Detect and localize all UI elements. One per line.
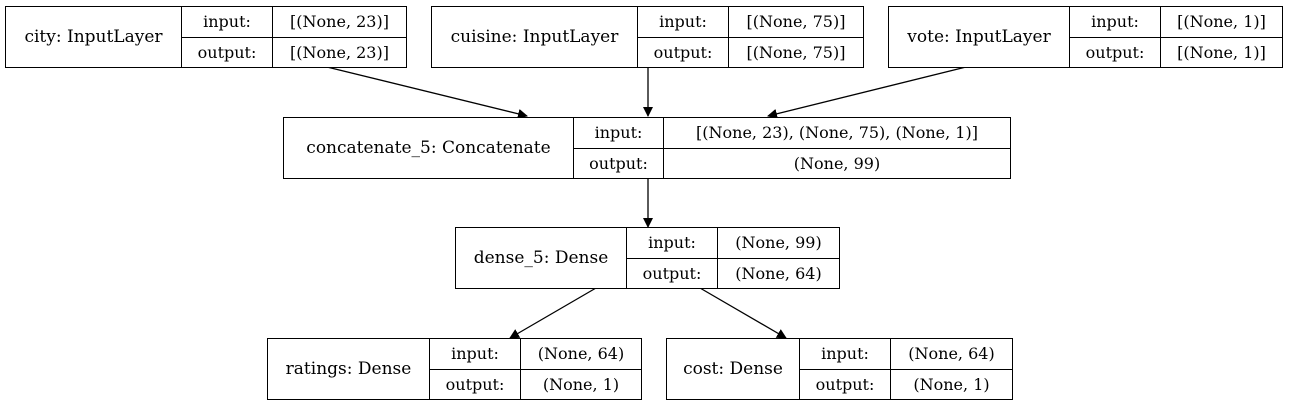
input-label: input: xyxy=(800,339,891,369)
edge-city-to-concatenate xyxy=(326,66,528,119)
node-name: dense_5: Dense xyxy=(456,228,627,288)
edge-dense-to-cost xyxy=(699,287,787,339)
input-shape: [(None, 23)] xyxy=(290,12,389,32)
input-label: input: xyxy=(574,118,664,148)
input-label: input: xyxy=(638,7,729,37)
node-ratings: ratings: Dense input: (None, 64) output:… xyxy=(267,338,642,400)
input-shape: (None, 99) xyxy=(735,233,822,253)
input-shape: (None, 64) xyxy=(908,344,995,364)
output-label: output: xyxy=(574,148,664,178)
output-shape: [(None, 75)] xyxy=(746,42,846,62)
output-shape: (None, 64) xyxy=(735,263,822,283)
node-concatenate: concatenate_5: Concatenate input: [(None… xyxy=(283,117,1011,179)
output-shape: (None, 1) xyxy=(913,374,990,394)
output-label: output: xyxy=(1070,37,1161,67)
node-name: city: InputLayer xyxy=(6,7,182,67)
input-shape: (None, 64) xyxy=(537,344,625,364)
edge-vote-to-concatenate xyxy=(767,66,967,119)
input-label: input: xyxy=(430,339,521,369)
output-label: output: xyxy=(627,258,718,288)
node-name: vote: InputLayer xyxy=(889,7,1070,67)
node-name: cost: Dense xyxy=(667,339,800,399)
output-label: output: xyxy=(800,369,891,399)
edge-dense-to-ratings xyxy=(509,287,597,339)
node-dense: dense_5: Dense input: (None, 99) output:… xyxy=(455,227,840,289)
input-label: input: xyxy=(182,7,273,37)
input-shape: [(None, 75)] xyxy=(746,12,846,32)
node-name: cuisine: InputLayer xyxy=(432,7,638,67)
node-cost: cost: Dense input: (None, 64) output: (N… xyxy=(666,338,1013,400)
input-label: input: xyxy=(627,228,718,258)
output-label: output: xyxy=(638,37,729,67)
output-shape: [(None, 1)] xyxy=(1177,42,1266,62)
input-label: input: xyxy=(1070,7,1161,37)
output-shape: [(None, 23)] xyxy=(290,42,389,62)
input-shape: [(None, 23), (None, 75), (None, 1)] xyxy=(696,123,978,143)
node-vote-inputlayer: vote: InputLayer input: [(None, 1)] outp… xyxy=(888,6,1283,68)
node-cuisine-inputlayer: cuisine: InputLayer input: [(None, 75)] … xyxy=(431,6,864,68)
output-label: output: xyxy=(430,369,521,399)
node-city-inputlayer: city: InputLayer input: [(None, 23)] out… xyxy=(5,6,407,68)
output-shape: (None, 1) xyxy=(542,374,620,394)
output-label: output: xyxy=(182,37,273,67)
input-shape: [(None, 1)] xyxy=(1177,12,1266,32)
node-name: ratings: Dense xyxy=(268,339,430,399)
output-shape: (None, 99) xyxy=(793,153,881,173)
node-name: concatenate_5: Concatenate xyxy=(284,118,574,178)
